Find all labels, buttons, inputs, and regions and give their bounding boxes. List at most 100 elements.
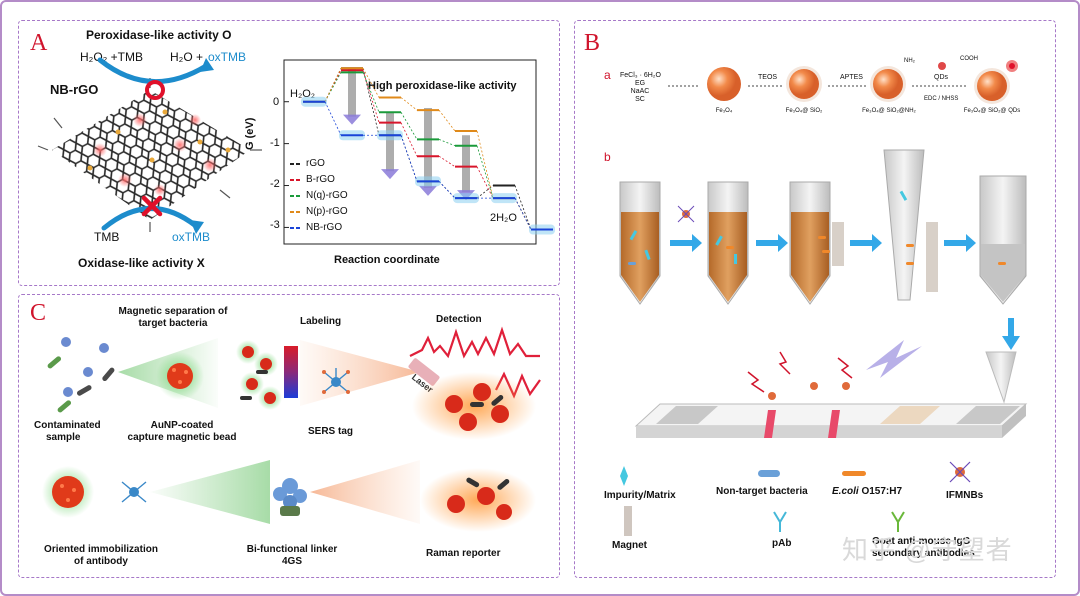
ytick-1: -1 (270, 137, 280, 149)
non-target-bacteria-icon (758, 470, 780, 477)
boron-atoms (87, 109, 231, 171)
descent-arrow-3 (462, 135, 470, 193)
chart-xlabel: Reaction coordinate (334, 254, 440, 266)
oriented-line2: of antibody (74, 556, 128, 567)
chart-frame (283, 59, 537, 245)
panel-c-letter: C (30, 300, 47, 326)
ytick-2: -2 (270, 178, 280, 190)
connector-NB-rGO-6 (514, 197, 532, 230)
qd-sphere (977, 71, 1007, 101)
legend-pab: pAb (772, 538, 792, 549)
connector-N(q)-rGO-5 (476, 145, 494, 199)
oxtmb-label: oxTMB (172, 230, 211, 244)
contaminated-sample-icons (47, 337, 115, 413)
tube-1 (619, 181, 661, 305)
fail-cross-icon (141, 195, 163, 217)
panel-b-letter: B (584, 30, 601, 56)
raman-label: Raman reporter (426, 548, 501, 559)
contaminated-line1: Contaminated (34, 420, 101, 431)
ifmnb-add-icon (677, 205, 695, 223)
labeling-label: Labeling (300, 316, 342, 327)
oxidase-title: Oxidase-like activity X (78, 256, 205, 270)
sub-b: b (604, 150, 611, 164)
legend-icons (620, 461, 971, 536)
qd-dot (938, 62, 946, 70)
reagent-2: EG (634, 80, 646, 87)
laser-beam (408, 358, 440, 386)
reaction-right-oxtmb: oxTMB (208, 50, 247, 64)
panel-a (18, 20, 560, 286)
aunp-line1: AuNP-coated (150, 420, 214, 431)
legend-nq-rgo: N(q)-rGO (306, 190, 348, 201)
aunp-line2: capture magnetic bead (127, 432, 237, 443)
tube-4-pipette (883, 149, 938, 301)
legend-nb-rgo: NB-rGO (306, 222, 343, 233)
qds-label: QDs (934, 74, 948, 81)
conjugate-pad (880, 406, 940, 424)
strip-ifmnbs (768, 382, 850, 400)
antibody-small-icon (121, 481, 147, 503)
amine-sphere (873, 69, 903, 99)
sers-label: SERS tag (308, 426, 354, 437)
ytick-3: -3 (270, 219, 280, 231)
legend-impurity: Impurity/Matrix (604, 490, 676, 501)
magnetic-sep-line1: Magnetic separation of (118, 306, 228, 317)
connector-N(q)-rGO-4 (438, 139, 456, 147)
reaction-right-h2o: H₂O + (170, 50, 203, 64)
nh2-label: NH₂ (904, 58, 915, 64)
raman-reporter-cluster (420, 468, 536, 532)
flow-arrow-2 (756, 234, 788, 252)
connector-N(p)-rGO-5 (476, 130, 494, 199)
flow-arrow-4 (944, 234, 976, 252)
legend-magnet: Magnet (612, 540, 647, 551)
ytick-0: 0 (273, 96, 280, 108)
raman-spectrum-top (409, 326, 540, 359)
synthesis-sequence (668, 60, 1018, 104)
tube-sequence (619, 149, 1027, 404)
test-line (764, 410, 776, 438)
impurity-icon (620, 466, 628, 486)
connector-N(p)-rGO-3 (400, 97, 418, 111)
tube-2 (707, 181, 749, 305)
reaction-left: H₂O₂ +TMB (80, 50, 143, 64)
linker-protein-icon (273, 478, 307, 516)
chart-end-label: 2H₂O (490, 212, 517, 224)
reagent-1: FeCl₃ · 6H₂O (620, 72, 661, 79)
legend-non-target: Non-target bacteria (716, 486, 808, 497)
reagent-3: NaAC (630, 88, 650, 95)
edc-label: EDC / NHSS (924, 96, 959, 102)
stage-2-label: Fe₃O₄@ SiO₂ (785, 108, 823, 114)
descent-arrow-0 (348, 68, 356, 117)
watermark: 知乎 @守望者 (842, 535, 1013, 565)
descent-arrow-2 (424, 108, 432, 188)
connector-N(p)-rGO-4 (438, 109, 456, 132)
magnet-icon (624, 506, 632, 536)
panel-a-letter: A (30, 30, 48, 56)
cooh-label: COOH (960, 56, 978, 62)
descent-arrowhead-2 (419, 185, 437, 196)
ecoli-icon (842, 471, 866, 476)
bifunctional-line2: 4GS (281, 556, 302, 567)
stage-4-label: Fe₃O₄@ SiO₂@ QDs (963, 108, 1021, 114)
absorbent-pad (956, 406, 1020, 424)
tmb-label: TMB (94, 230, 120, 244)
legend-ifmnbs: IFMNBs (946, 490, 984, 501)
immobilization-arrow (150, 460, 270, 524)
teos-label: TEOS (758, 74, 778, 81)
success-circle-icon (145, 80, 165, 100)
magnetic-sep-line2: target bacteria (138, 318, 208, 329)
goat-antibody-icon (891, 511, 905, 532)
dropper (985, 351, 1017, 404)
aptes-label: APTES (840, 74, 863, 81)
legend-ecoli: E.coli O157:H7 (832, 486, 903, 497)
antibody-bead (42, 466, 94, 518)
captured-beads-cluster (236, 340, 282, 410)
lateral-flow-strip (634, 340, 1028, 438)
connector-N(q)-rGO-3 (400, 111, 418, 140)
descent-arrow-1 (386, 112, 394, 172)
pab-icon (773, 511, 787, 532)
